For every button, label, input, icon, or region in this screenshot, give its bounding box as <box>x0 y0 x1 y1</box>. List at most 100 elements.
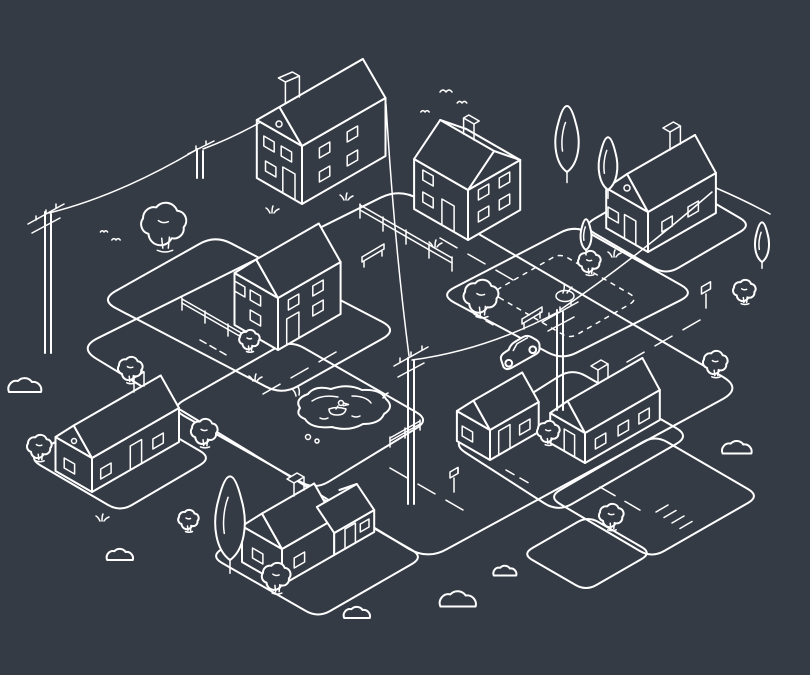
block-southeast <box>459 372 683 508</box>
poplar-tree <box>579 218 593 256</box>
picket-fence-yard-top <box>359 203 453 272</box>
stone-icon <box>315 439 319 443</box>
bush <box>438 590 478 608</box>
plaza-outline <box>88 193 733 554</box>
garden-bench <box>521 306 543 330</box>
flowerbed-dashes <box>200 340 226 355</box>
garage-door <box>345 523 355 549</box>
door <box>287 312 299 345</box>
door <box>625 215 636 246</box>
parked-car <box>501 336 540 369</box>
garden-planter <box>556 291 574 302</box>
round-tree <box>26 434 53 463</box>
chimney <box>663 122 680 150</box>
bush <box>105 548 134 561</box>
road-dashed-center-lines <box>262 237 701 511</box>
street-sign <box>700 281 712 309</box>
picket-fence-west-block <box>181 297 251 350</box>
windows <box>461 418 531 443</box>
picket-fence-pond-block <box>389 419 421 448</box>
round-tree <box>702 350 729 379</box>
bush <box>342 606 371 619</box>
round-tree <box>117 356 144 385</box>
utility-pole-center <box>393 345 429 505</box>
poplar-tree <box>213 474 247 576</box>
windows <box>233 279 324 327</box>
garage-wing <box>317 484 374 555</box>
chimney <box>464 115 480 140</box>
crosswalk <box>655 504 693 530</box>
door <box>564 429 574 457</box>
round-tree <box>238 329 261 353</box>
round-tree <box>598 503 625 532</box>
door <box>499 425 510 456</box>
bird-icon <box>99 230 109 233</box>
bird-icon <box>439 89 453 93</box>
bush <box>7 377 43 393</box>
door <box>130 440 141 471</box>
house-top-left-two-story <box>257 59 386 204</box>
utility-pole-left <box>27 203 65 354</box>
round-tree <box>177 509 200 533</box>
windows <box>263 125 359 183</box>
door <box>442 199 454 232</box>
pond <box>292 386 390 443</box>
round-tree <box>577 250 602 277</box>
pond-ripples <box>312 396 371 419</box>
duck <box>329 401 349 416</box>
house-southeast-cottage <box>457 373 539 461</box>
utility-pole-right <box>541 300 579 411</box>
stepping-stones <box>474 314 493 325</box>
power-grid <box>27 103 771 505</box>
stepping-dashes-cottage <box>506 470 528 483</box>
house-top-right-cottage <box>606 122 716 252</box>
bird-icon <box>456 100 468 104</box>
block-west <box>108 239 390 390</box>
bird-icon <box>111 238 121 241</box>
house-mid-left-two-story <box>235 224 341 351</box>
road-network <box>34 180 754 615</box>
poplar-tree <box>553 104 581 184</box>
attic-window <box>624 185 630 191</box>
mailbox <box>449 466 459 493</box>
windows <box>594 407 651 450</box>
house-garage-bottom-center <box>242 473 374 585</box>
house-top-middle-two-story <box>414 115 520 240</box>
wheel-icon <box>505 360 512 367</box>
chimney <box>287 473 304 496</box>
round-tree <box>190 418 219 449</box>
planter-plant <box>563 284 572 293</box>
garden-path <box>496 256 634 337</box>
pond-shore <box>298 386 390 429</box>
attic-window <box>276 121 282 127</box>
windows <box>422 169 511 223</box>
wheel-icon <box>529 346 536 353</box>
windows <box>251 547 306 569</box>
pad-bottom-right <box>554 439 754 555</box>
bush <box>721 440 753 455</box>
round-tree <box>462 278 500 319</box>
house-east-long <box>550 358 660 463</box>
bird-icon <box>420 110 430 113</box>
yard-bench <box>361 243 385 268</box>
windows <box>63 432 165 480</box>
pad-bottom-right-small <box>527 519 647 588</box>
stone-icon <box>306 435 311 440</box>
chimney <box>591 360 608 384</box>
utility-pole-mini <box>187 140 215 179</box>
bush <box>492 565 518 577</box>
pad-top-right-cottage <box>588 180 746 272</box>
round-tree <box>732 279 757 306</box>
house-bottom-left-farmhouse <box>56 368 180 492</box>
round-tree <box>261 562 292 595</box>
chimney <box>278 72 299 103</box>
poplar-tree <box>754 221 770 270</box>
round-tree <box>140 201 188 254</box>
door <box>283 167 295 200</box>
attic-window <box>72 439 77 444</box>
garage-window <box>360 519 369 532</box>
pond-reeds <box>292 387 388 398</box>
block-north-garden <box>447 229 688 357</box>
